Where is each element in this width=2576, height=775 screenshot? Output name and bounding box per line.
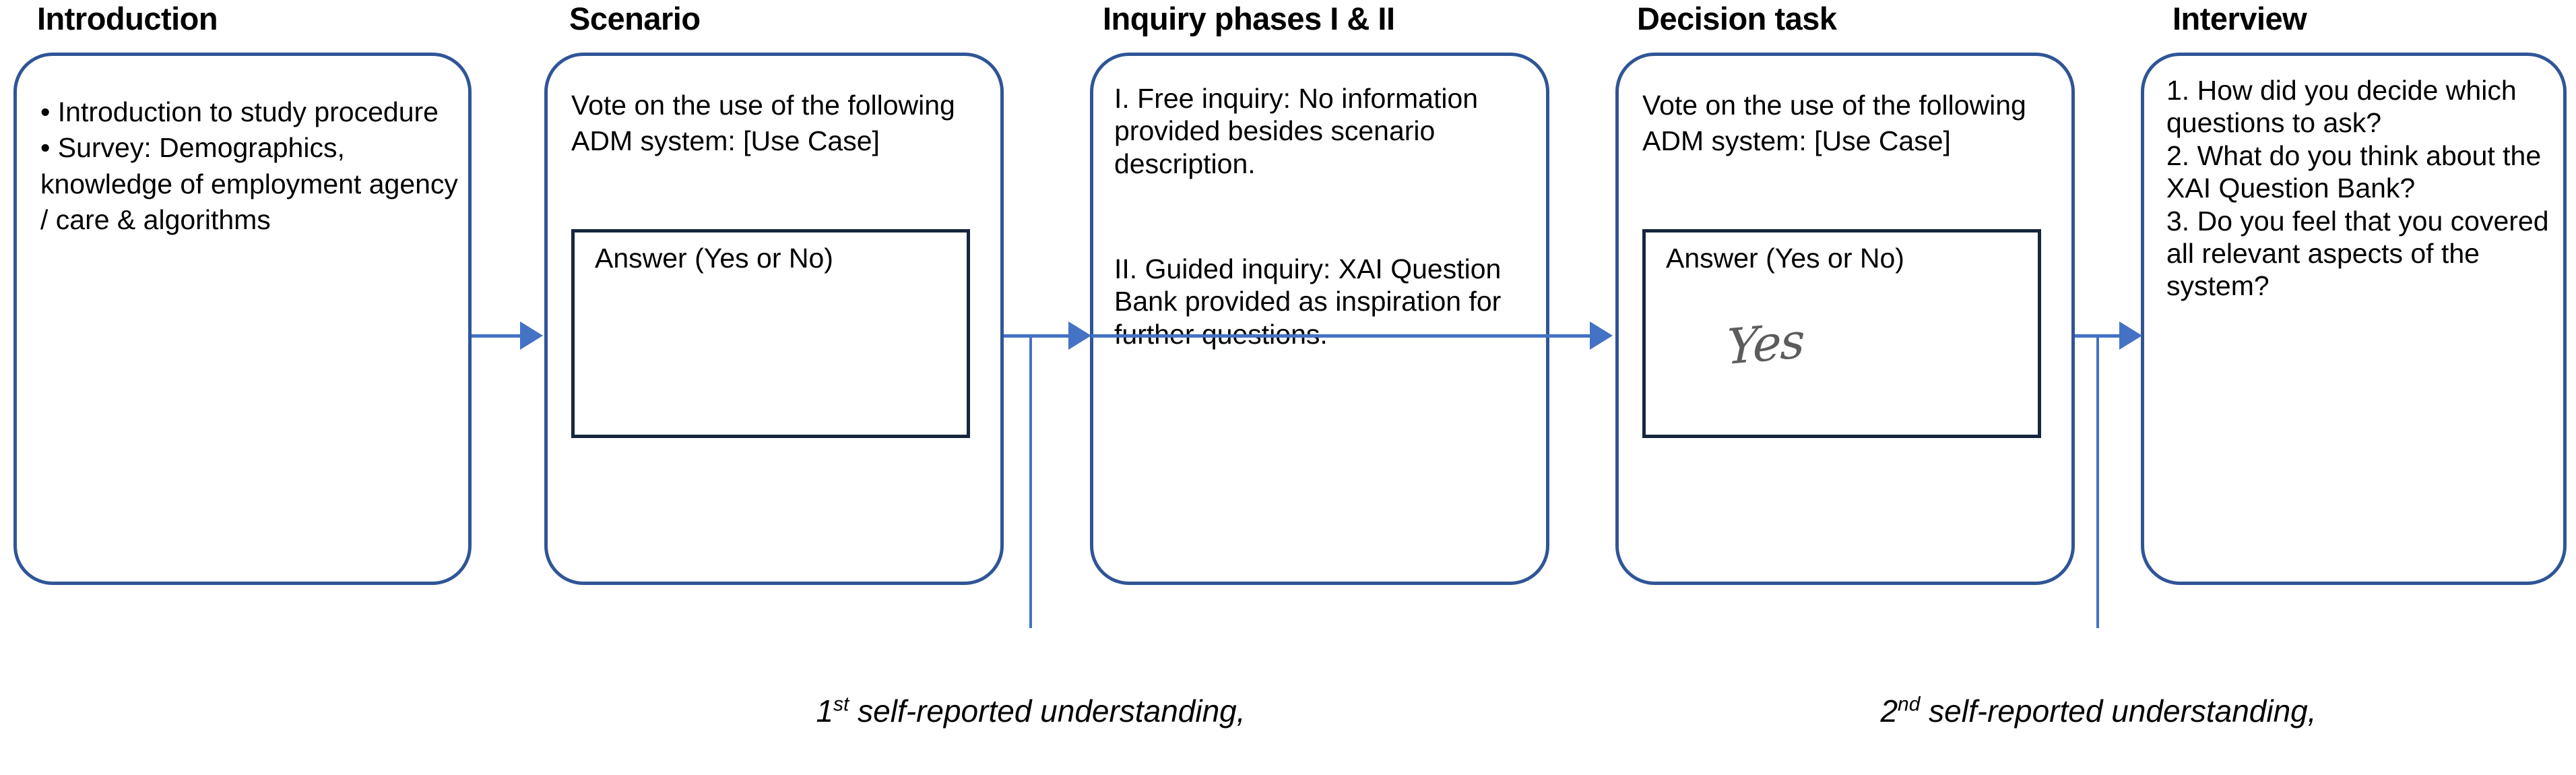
- arrow-head-decision-to-interview: [2119, 321, 2142, 350]
- callout-drop-line-first-measurement: [1029, 334, 1032, 628]
- scenario-answer-field[interactable]: Answer (Yes or No): [571, 229, 970, 438]
- connector-line-inquiry-to-decision: [1091, 334, 1590, 338]
- interview-questions: 1. How did you decide which questions to…: [2166, 75, 2549, 302]
- stage-box-inquiry-phases[interactable]: [1090, 53, 1549, 585]
- scenario-prompt: Vote on the use of the following ADM sys…: [571, 90, 961, 157]
- caption-first-ordinal-number: 1: [816, 693, 834, 729]
- introduction-bullets: • Introduction to study procedure • Surv…: [40, 96, 458, 235]
- caption-second-ordinal-suffix: nd: [1898, 693, 1921, 716]
- caption-second-measurement: 2nd self-reported understanding, perceiv…: [1627, 648, 2570, 775]
- caption-first-line1-rest: self-reported understanding,: [849, 693, 1246, 729]
- column-title-scenario: Scenario: [569, 1, 701, 36]
- caption-first-measurement: 1st self-reported understanding, perceiv…: [559, 648, 1502, 775]
- caption-second-ordinal-number: 2: [1880, 693, 1898, 729]
- arrow-head-introduction-to-scenario: [520, 321, 543, 350]
- arrow-head-scenario-to-inquiry: [1068, 321, 1091, 350]
- arrow-head-inquiry-to-decision: [1590, 321, 1613, 350]
- callout-drop-line-second-measurement: [2096, 334, 2099, 628]
- stage-box-interview[interactable]: [2141, 53, 2567, 585]
- stage-box-introduction[interactable]: [13, 53, 472, 585]
- decision-answer-label: Answer (Yes or No): [1666, 243, 1904, 274]
- caption-second-line1-rest: self-reported understanding,: [1920, 693, 2317, 729]
- inquiry-phase-one-text: I. Free inquiry: No information provided…: [1114, 83, 1486, 179]
- caption-first-ordinal-suffix: st: [833, 693, 849, 716]
- inquiry-phase-two-text: II. Guided inquiry: XAI Question Bank pr…: [1114, 253, 1509, 350]
- connector-line-scenario-to-inquiry: [1004, 334, 1068, 338]
- column-title-inquiry-phases: Inquiry phases I & II: [1103, 1, 1395, 36]
- connector-line-introduction-to-scenario: [472, 334, 520, 338]
- column-title-decision-task: Decision task: [1637, 1, 1837, 36]
- column-title-introduction: Introduction: [37, 1, 218, 36]
- decision-answer-field[interactable]: Answer (Yes or No) Yes: [1642, 229, 2041, 438]
- scenario-answer-label: Answer (Yes or No): [595, 243, 833, 274]
- decision-answer-handwritten-value: Yes: [1726, 311, 1805, 376]
- column-title-interview: Interview: [2172, 1, 2307, 36]
- decision-prompt: Vote on the use of the following ADM sys…: [1642, 90, 2032, 157]
